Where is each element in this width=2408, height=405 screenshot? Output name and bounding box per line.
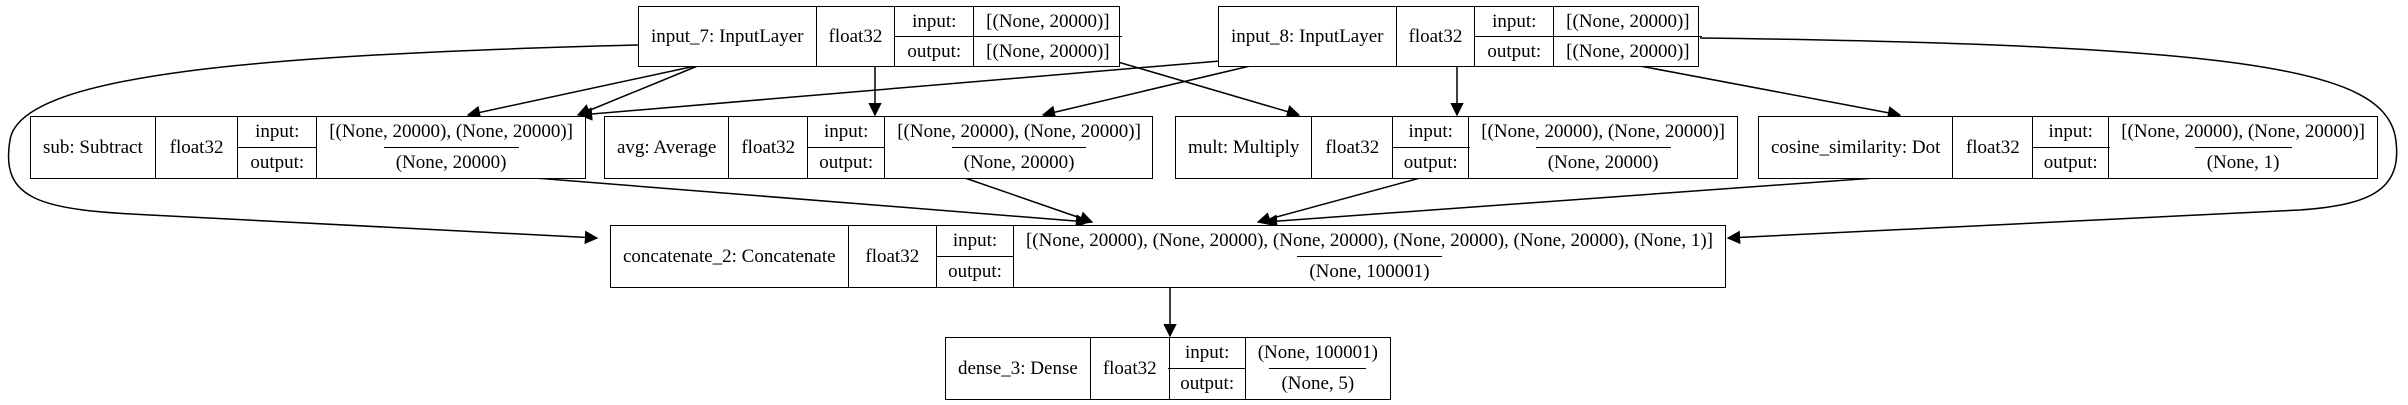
layer-dtype: float32 <box>156 117 239 178</box>
output-shape: (None, 1) <box>2194 147 2292 178</box>
output-label: output: <box>1168 368 1247 399</box>
layer-name: sub: Subtract <box>31 117 156 178</box>
layer-name: dense_3: Dense <box>946 338 1091 399</box>
output-label: output: <box>1391 147 1470 178</box>
input-shape: [(None, 20000)] <box>986 10 1110 32</box>
layer-name: input_8: InputLayer <box>1219 7 1397 66</box>
edge-avg-to-concat <box>964 177 1094 225</box>
edge-input8-to-sub <box>578 59 1233 121</box>
output-shape: (None, 5) <box>1269 368 1367 399</box>
edge-mult-to-concat <box>1256 177 1421 226</box>
output-shape: (None, 20000) <box>383 147 519 178</box>
output-shape: [(None, 20000)] <box>974 36 1122 66</box>
output-shape: (None, 100001) <box>1297 256 1442 287</box>
edge-input7-to-sub <box>466 64 701 120</box>
output-shape: [(None, 20000)] <box>1554 36 1702 66</box>
input-shape: [(None, 20000), (None, 20000)] <box>897 121 1141 142</box>
layer-name: concatenate_2: Concatenate <box>611 226 849 287</box>
edge-input7-to-concat <box>7 44 639 245</box>
input-shape: [(None, 20000), (None, 20000), (None, 20… <box>1025 230 1713 251</box>
output-shape: (None, 20000) <box>951 147 1087 178</box>
node-avg[interactable]: avg: Average float32 input: output: [(No… <box>604 116 1153 179</box>
input-shape: [(None, 20000), (None, 20000)] <box>329 121 573 142</box>
output-label: output: <box>895 36 974 66</box>
edge-input8-to-concat <box>1699 37 2398 245</box>
input-shape: (None, 100001) <box>1257 342 1378 363</box>
node-input-7[interactable]: input_7: InputLayer float32 input: outpu… <box>638 6 1122 67</box>
input-label: input: <box>1408 121 1453 142</box>
output-shape: (None, 20000) <box>1535 147 1671 178</box>
layer-name: cosine_similarity: Dot <box>1759 117 1954 178</box>
output-label: output: <box>1475 36 1554 66</box>
layer-name: mult: Multiply <box>1176 117 1313 178</box>
input-shape: [(None, 20000), (None, 20000)] <box>2121 121 2365 142</box>
node-input-8[interactable]: input_8: InputLayer float32 input: outpu… <box>1218 6 1702 67</box>
output-label: output: <box>807 147 886 178</box>
node-cosine-similarity[interactable]: cosine_similarity: Dot float32 input: ou… <box>1758 116 2378 179</box>
input-label: input: <box>255 121 300 142</box>
layer-dtype: float32 <box>1312 117 1394 178</box>
edge-sub-to-concat <box>534 177 1090 228</box>
output-label: output: <box>238 147 317 178</box>
edge-input8-to-avg <box>1041 65 1251 119</box>
edge-input7-to-cos <box>1117 61 1301 119</box>
edge-input8-to-cos <box>1639 65 1902 120</box>
layer-dtype: float32 <box>1397 7 1476 66</box>
input-label: input: <box>1185 342 1230 363</box>
layer-dtype: float32 <box>817 7 896 66</box>
input-label: input: <box>912 10 957 32</box>
input-label: input: <box>2048 121 2093 142</box>
input-label: input: <box>824 121 869 142</box>
node-dense[interactable]: dense_3: Dense float32 input: output: (N… <box>945 337 1391 400</box>
input-shape: [(None, 20000), (None, 20000)] <box>1481 121 1725 142</box>
layer-name: avg: Average <box>605 117 730 178</box>
input-shape: [(None, 20000)] <box>1566 10 1690 32</box>
layer-dtype: float32 <box>1091 338 1170 399</box>
edge-input7-to-avg <box>576 64 701 117</box>
layer-dtype: float32 <box>729 117 809 178</box>
layer-dtype: float32 <box>849 226 937 287</box>
input-label: input: <box>1492 10 1537 32</box>
layer-name: input_7: InputLayer <box>639 7 817 66</box>
node-concatenate[interactable]: concatenate_2: Concatenate float32 input… <box>610 225 1726 288</box>
output-label: output: <box>936 256 1014 287</box>
edge-cos-to-concat <box>1263 177 1876 228</box>
input-label: input: <box>952 230 998 251</box>
node-sub[interactable]: sub: Subtract float32 input: output: [(N… <box>30 116 586 179</box>
node-mult[interactable]: mult: Multiply float32 input: output: [(… <box>1175 116 1738 179</box>
output-label: output: <box>2031 147 2110 178</box>
layer-dtype: float32 <box>1953 117 2034 178</box>
